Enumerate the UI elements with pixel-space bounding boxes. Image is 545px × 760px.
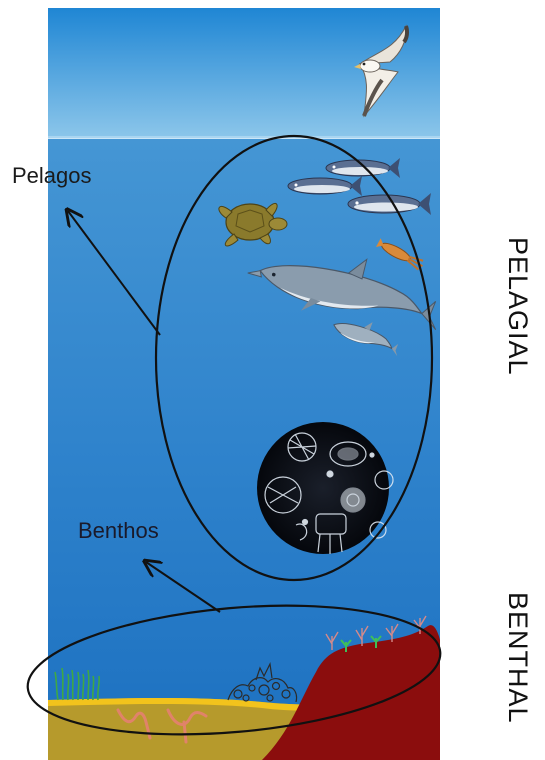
- benthos-label: Benthos: [78, 518, 159, 544]
- benthal-label: BENTHAL: [502, 592, 533, 724]
- pelagial-label: PELAGIAL: [502, 237, 533, 376]
- pelagos-label: Pelagos: [12, 163, 92, 189]
